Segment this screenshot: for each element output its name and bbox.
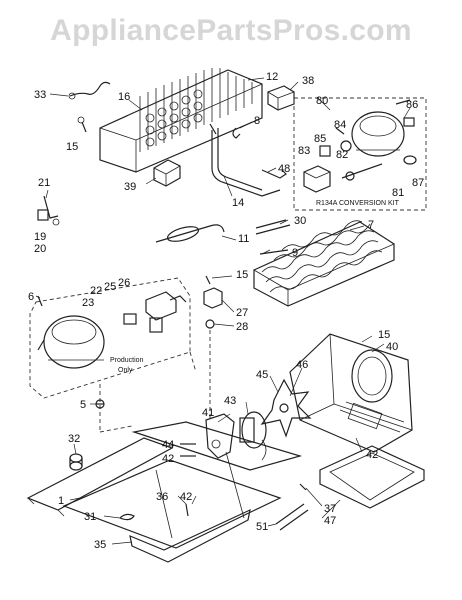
callout-6: 6 — [28, 291, 34, 303]
conversion-kit-box — [293, 97, 427, 211]
base-frame — [26, 421, 303, 563]
callout-26: 26 — [118, 277, 130, 289]
callout-7: 7 — [368, 219, 374, 231]
part-38-block — [267, 85, 295, 111]
callout-20: 20 — [34, 243, 46, 255]
callout-84: 84 — [334, 119, 346, 131]
callout-48: 48 — [278, 163, 290, 175]
callout-1: 1 — [58, 495, 64, 507]
callout-14: 14 — [232, 197, 244, 209]
production-only-box — [29, 277, 191, 399]
wire-clip-part-33 — [68, 81, 111, 100]
callout-11: 11 — [238, 233, 249, 245]
callout-numbers: 33 16 12 38 15 8 48 14 39 21 19 20 80 84… — [28, 71, 424, 551]
callout-12: 12 — [266, 71, 278, 83]
callout-39: 39 — [124, 181, 136, 193]
clip-part-31 — [119, 513, 135, 521]
callout-41: 41 — [202, 407, 214, 419]
callout-42-left: 42 — [162, 453, 174, 465]
callout-25: 25 — [104, 281, 116, 293]
callout-leaders — [35, 77, 411, 545]
bracket-part-48 — [261, 169, 287, 179]
callout-33: 33 — [34, 89, 46, 101]
kit-compressor — [351, 99, 415, 157]
callout-16: 16 — [118, 91, 130, 103]
callout-44: 44 — [162, 439, 174, 451]
callout-23: 23 — [82, 297, 94, 309]
callout-82: 82 — [336, 149, 348, 161]
callout-40: 40 — [386, 341, 398, 353]
production-note-line1: Production — [110, 357, 144, 364]
production-compressor — [37, 315, 105, 369]
callout-8: 8 — [254, 115, 260, 127]
callout-19: 19 — [34, 231, 46, 243]
callout-42-bottom: 42 — [180, 491, 192, 503]
callout-87: 87 — [412, 177, 424, 189]
callout-38: 38 — [302, 75, 314, 87]
callout-45: 45 — [256, 369, 268, 381]
part-39-block — [153, 159, 181, 187]
callout-28: 28 — [236, 321, 248, 333]
callout-35: 35 — [94, 539, 106, 551]
drier-part-11 — [155, 224, 225, 243]
callout-15-top: 15 — [66, 141, 78, 153]
screw-part-36 — [185, 503, 189, 517]
callout-81: 81 — [392, 187, 404, 199]
callout-47: 47 — [324, 515, 336, 527]
screws-44-42 — [180, 443, 196, 457]
callout-9: 9 — [292, 247, 298, 259]
callout-46: 46 — [296, 359, 308, 371]
condenser-coil — [99, 68, 263, 173]
callout-37: 37 — [324, 503, 336, 515]
production-relay-parts — [123, 291, 187, 333]
callout-15-mid: 15 — [236, 269, 248, 281]
callout-21: 21 — [38, 177, 50, 189]
kit-relay — [303, 165, 331, 193]
callout-31: 31 — [84, 511, 96, 523]
part-27-and-28 — [203, 275, 223, 329]
drain-tube-part-51 — [275, 503, 309, 531]
callout-43: 43 — [224, 395, 236, 407]
screw-part-37 — [299, 483, 307, 491]
production-note-line2: Only — [118, 367, 133, 374]
callout-5: 5 — [80, 399, 86, 411]
callout-15-right: 15 — [378, 329, 390, 341]
evaporator-coil-part-7 — [253, 220, 395, 307]
clip-part-8 — [232, 127, 241, 139]
dashed-leaders — [99, 330, 211, 433]
fan-motor-assembly — [205, 378, 312, 461]
callout-32: 32 — [68, 433, 80, 445]
screw-part-15-upper — [77, 116, 87, 133]
drain-pan-part-47 — [319, 445, 425, 509]
callout-86: 86 — [406, 99, 418, 111]
kit-small-parts — [319, 127, 417, 181]
callout-27: 27 — [236, 307, 248, 319]
callout-80: 80 — [316, 95, 328, 107]
conversion-kit-label: R134A CONVERSION KIT — [316, 200, 400, 207]
callout-36: 36 — [156, 491, 168, 503]
watermark-text: AppliancePartsPros.com — [50, 14, 412, 47]
callout-22: 22 — [90, 285, 102, 297]
callout-42-right: 42 — [366, 449, 378, 461]
tube-part-14 — [209, 123, 281, 197]
parts-30-and-9 — [255, 219, 291, 255]
callout-30: 30 — [294, 215, 306, 227]
fan-shroud-part-40 — [289, 333, 413, 453]
callout-85: 85 — [314, 133, 326, 145]
parts-19-20-21 — [37, 195, 60, 226]
callout-51: 51 — [256, 521, 268, 533]
foot-part-32 — [69, 453, 83, 471]
callout-83: 83 — [298, 145, 310, 157]
